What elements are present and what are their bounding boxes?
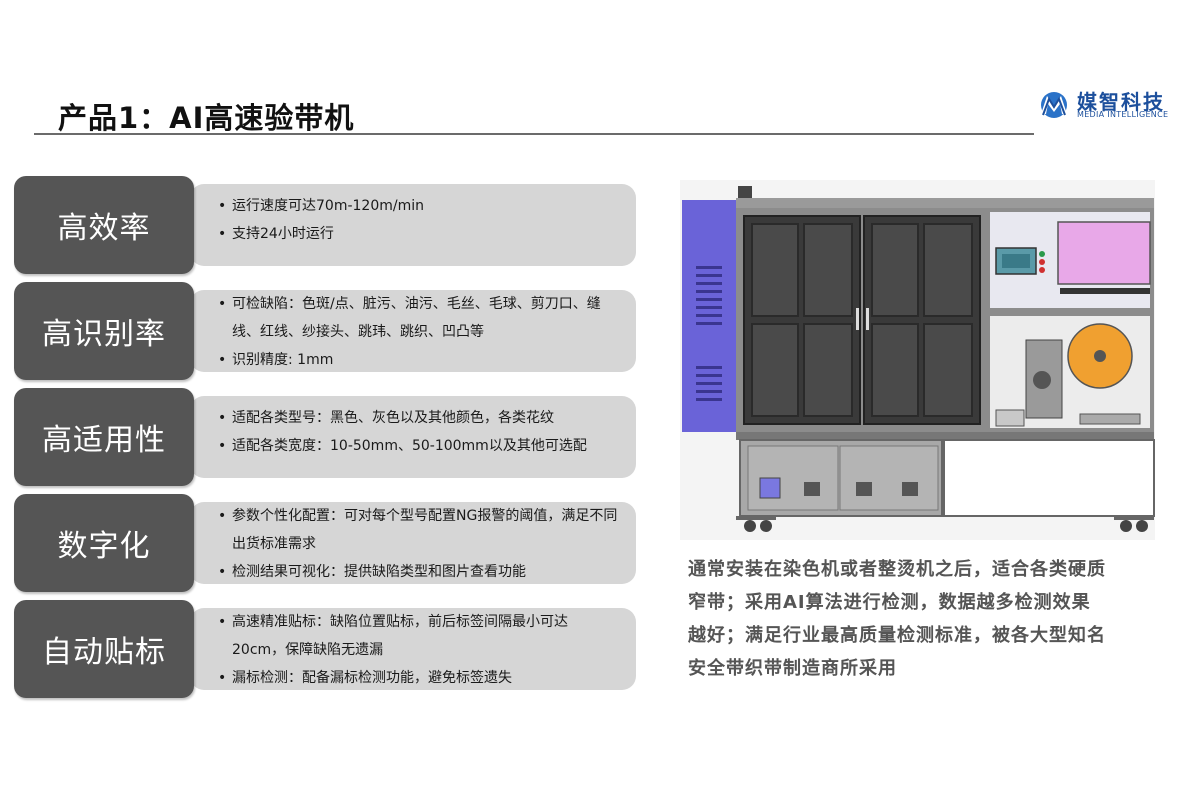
bullet-item: 适配各类型号：黑色、灰色以及其他颜色，各类花纹 (218, 404, 618, 432)
logo-text-en: MEDIA INTELLIGENCE (1077, 110, 1169, 119)
description-line: 窄带；采用AI算法进行检测，数据越多检测效果 (688, 592, 1091, 613)
feature-bullets: 适配各类型号：黑色、灰色以及其他颜色，各类花纹 适配各类宽度：10-50mm、5… (218, 404, 618, 460)
bullet-item: 支持24小时运行 (218, 220, 618, 248)
description-line: 安全带织带制造商所采用 (688, 658, 897, 679)
description-line: 通常安装在染色机或者整烫机之后，适合各类硬质 (688, 559, 1106, 580)
bullet-item: 参数个性化配置：可对每个型号配置NG报警的阈值，满足不同出货标准需求 (218, 502, 618, 558)
logo-mark-icon (1041, 92, 1067, 118)
bullet-item: 识别精度: 1mm (218, 346, 618, 374)
feature-card-recognition: 高识别率 可检缺陷：色斑/点、脏污、油污、毛丝、毛球、剪刀口、缝线、红线、纱接头… (14, 282, 636, 380)
feature-card-auto-labeling: 自动贴标 高速精准贴标：缺陷位置贴标，前后标签间隔最小可达20cm，保障缺陷无遗… (14, 600, 636, 698)
feature-title: 自动贴标 (14, 600, 194, 698)
product-description: 通常安装在染色机或者整烫机之后，适合各类硬质 窄带；采用AI算法进行检测，数据越… (688, 553, 1158, 685)
feature-bullets: 运行速度可达70m-120m/min 支持24小时运行 (218, 192, 618, 248)
page-title: 产品1：AI高速验带机 (58, 101, 355, 135)
feature-card-digital: 数字化 参数个性化配置：可对每个型号配置NG报警的阈值，满足不同出货标准需求 检… (14, 494, 636, 592)
bullet-item: 高速精准贴标：缺陷位置贴标，前后标签间隔最小可达20cm，保障缺陷无遗漏 (218, 608, 618, 664)
logo-text-cn: 媒智科技 (1077, 90, 1165, 114)
bullet-item: 运行速度可达70m-120m/min (218, 192, 618, 220)
feature-card-applicability: 高适用性 适配各类型号：黑色、灰色以及其他颜色，各类花纹 适配各类宽度：10-5… (14, 388, 636, 486)
feature-bullets: 可检缺陷：色斑/点、脏污、油污、毛丝、毛球、剪刀口、缝线、红线、纱接头、跳玮、跳… (218, 290, 618, 374)
feature-title: 高识别率 (14, 282, 194, 380)
feature-bullets: 参数个性化配置：可对每个型号配置NG报警的阈值，满足不同出货标准需求 检测结果可… (218, 502, 618, 586)
bullet-item: 可检缺陷：色斑/点、脏污、油污、毛丝、毛球、剪刀口、缝线、红线、纱接头、跳玮、跳… (218, 290, 618, 346)
description-line: 越好；满足行业最高质量检测标准，被各大型知名 (688, 625, 1106, 646)
company-logo: 媒智科技 MEDIA INTELLIGENCE (1037, 86, 1187, 122)
bullet-item: 漏标检测：配备漏标检测功能，避免标签遗失 (218, 664, 618, 692)
feature-title: 数字化 (14, 494, 194, 592)
feature-card-efficiency: 高效率 运行速度可达70m-120m/min 支持24小时运行 (14, 176, 636, 274)
machine-illustration (680, 180, 1155, 540)
title-divider (34, 133, 1034, 135)
bullet-item: 检测结果可视化：提供缺陷类型和图片查看功能 (218, 558, 618, 586)
feature-bullets: 高速精准贴标：缺陷位置贴标，前后标签间隔最小可达20cm，保障缺陷无遗漏 漏标检… (218, 608, 618, 692)
feature-title: 高效率 (14, 176, 194, 274)
feature-title: 高适用性 (14, 388, 194, 486)
bullet-item: 适配各类宽度：10-50mm、50-100mm以及其他可选配 (218, 432, 618, 460)
